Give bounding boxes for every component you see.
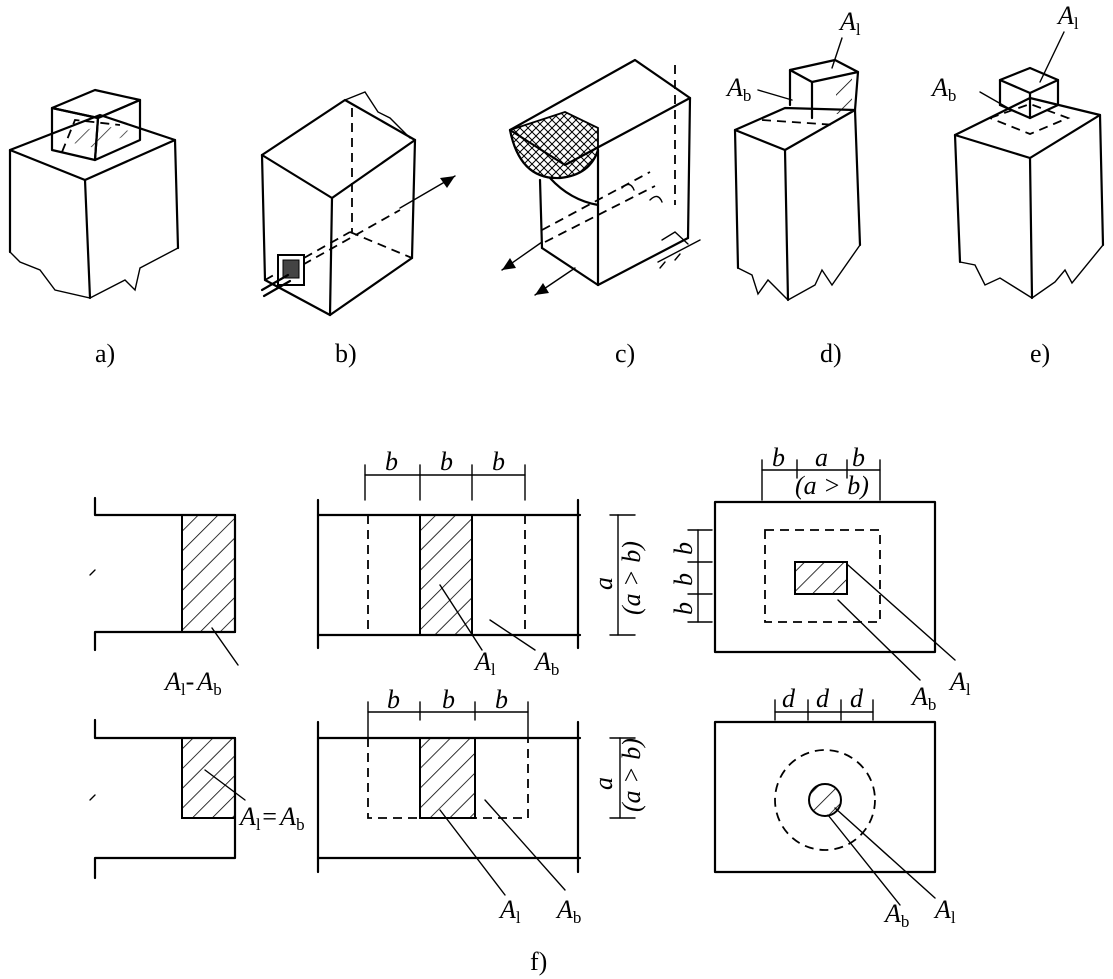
dim-f2-b1: b [387, 685, 400, 714]
label-d-al: Al [838, 7, 861, 39]
dim-f2-a: a [589, 777, 618, 790]
plan-2-right [713, 699, 937, 906]
caption-a: a) [95, 339, 115, 368]
figure-c [501, 58, 701, 296]
caption-d: d) [820, 339, 842, 368]
dim-f2-b2: b [442, 685, 455, 714]
label-f1-right-al: Al [948, 667, 971, 699]
leader-d-al [831, 37, 843, 69]
leader-e-al [1039, 31, 1065, 83]
caption-c: c) [615, 339, 635, 368]
label-d-ab: Ab [725, 73, 751, 105]
dim-f1-a: a [589, 577, 618, 590]
dim-f1r-b2: b [852, 443, 865, 472]
caption-b: b) [335, 339, 357, 368]
dim-f1-b2: b [440, 447, 453, 476]
label-f2-right-ab: Ab [883, 899, 909, 931]
caption-f: f) [530, 947, 547, 976]
dim-f1r-b1: b [772, 443, 785, 472]
plan-1-right [687, 459, 956, 681]
dim-f2r-d2: d [816, 684, 830, 713]
dim-f1r-vb1: b [669, 542, 698, 555]
figure-d [733, 58, 862, 302]
label-f2-mid-ab: Ab [555, 895, 581, 927]
plan-2-left [89, 718, 246, 880]
dim-f1r-a: a [815, 443, 828, 472]
dim-f1-b1: b [385, 447, 398, 476]
dim-f1r-agtb: (a > b) [795, 471, 869, 500]
figure-e [953, 66, 1105, 300]
dim-f2-agtb: (a > b) [617, 738, 646, 812]
dim-f1-agtb: (a > b) [617, 541, 646, 615]
label-f2-right-al: Al [933, 895, 956, 927]
dim-f1r-vb2: b [669, 573, 698, 586]
label-e-ab: Ab [930, 73, 956, 105]
caption-e: e) [1030, 339, 1050, 368]
label-f1-mid-ab: Ab [533, 647, 559, 679]
label-f1-right-ab: Ab [910, 682, 936, 714]
figure-b [260, 91, 456, 317]
dim-f2r-d3: d [850, 684, 864, 713]
dim-f1r-vb3: b [669, 602, 698, 615]
figure-a [8, 88, 180, 300]
label-f2-left: Al=Ab [238, 802, 305, 834]
dim-f1-b3: b [492, 447, 505, 476]
dim-f2-b3: b [495, 685, 508, 714]
plan-1-left [89, 496, 239, 666]
label-f1-left: Al-Ab [163, 667, 222, 699]
label-e-al: Al [1056, 1, 1079, 33]
dim-f2r-d1: d [782, 684, 796, 713]
label-f1-mid-al: Al [473, 647, 496, 679]
plan-1-middle [316, 464, 636, 651]
plan-2-middle [316, 701, 636, 896]
label-f2-mid-al: Al [498, 895, 521, 927]
